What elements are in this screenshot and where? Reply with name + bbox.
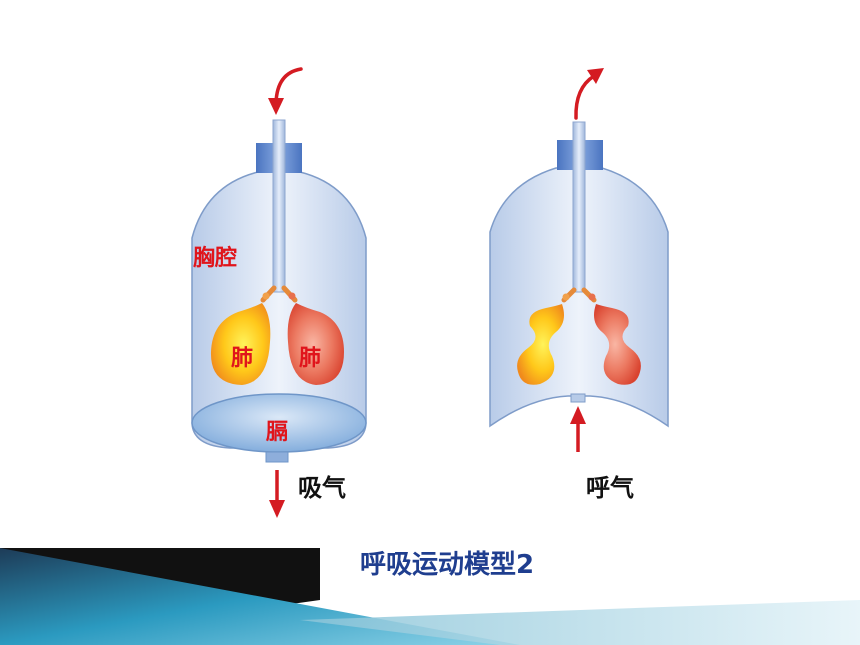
lung-right-label: 肺 <box>299 346 322 371</box>
inhale-label: 吸气 <box>298 474 346 502</box>
lung-left-label: 肺 <box>231 346 254 371</box>
right-trachea-tube <box>572 121 586 293</box>
left-lung-right <box>287 303 344 385</box>
diaphragm-up-arrowhead <box>570 406 586 424</box>
right-lung-left-collapsed <box>517 304 564 385</box>
slide-title: 呼吸运动模型2 <box>360 550 535 580</box>
bottom-banner <box>0 548 860 645</box>
chest-cavity-label: 胸腔 <box>193 246 238 271</box>
inhale-air-in-arrow <box>274 67 303 105</box>
inhale-air-in-arrowhead <box>268 98 284 115</box>
diaphragm-down-arrowhead <box>269 500 285 518</box>
exhale-air-out-arrowhead <box>587 68 604 84</box>
diaphragm-label: 膈 <box>266 420 289 445</box>
exhale-model <box>489 68 669 452</box>
exhale-label: 呼气 <box>586 474 634 502</box>
exhale-air-out-arrow <box>574 74 596 120</box>
left-lung-left <box>210 303 271 385</box>
right-diaphragm-knob <box>570 393 586 403</box>
right-lung-right-collapsed <box>594 304 641 385</box>
diaphragm-handle <box>265 451 289 463</box>
inhale-model <box>191 67 367 518</box>
left-trachea-tube <box>272 119 286 293</box>
